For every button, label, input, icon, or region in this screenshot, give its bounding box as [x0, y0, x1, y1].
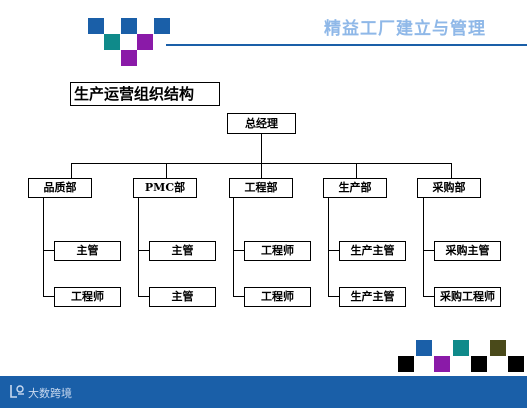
org-sub-box: 主管 [149, 241, 216, 261]
org-sub-box: 工程师 [54, 287, 121, 307]
org-sub-box: 工程师 [244, 287, 311, 307]
branch [328, 296, 339, 297]
branch [43, 296, 54, 297]
branch [233, 250, 244, 251]
decor-square [154, 18, 170, 34]
spine-1 [43, 197, 44, 297]
decor-square [508, 356, 524, 372]
brand-logo-icon [10, 385, 24, 398]
org-dept-box: 采购部 [417, 178, 481, 198]
footer-bar [0, 376, 527, 408]
decor-square [398, 356, 414, 372]
org-sub-box: 主管 [54, 241, 121, 261]
decor-square [137, 34, 153, 50]
org-sub-box: 主管 [149, 287, 216, 307]
decor-square [434, 356, 450, 372]
org-dept-box: 工程部 [229, 178, 293, 198]
decor-square [121, 18, 137, 34]
spine-4 [328, 197, 329, 297]
connector-dept-2 [166, 163, 167, 178]
decor-square [453, 340, 469, 356]
chart-title: 生产运营组织结构 [70, 82, 220, 106]
spine-5 [423, 197, 424, 297]
spine-2 [138, 197, 139, 297]
org-sub-box: 采购主管 [434, 241, 501, 261]
decor-square [88, 18, 104, 34]
connector-dept-3 [261, 163, 262, 178]
decor-square [121, 50, 137, 66]
org-root-box: 总经理 [227, 113, 296, 134]
decor-square [471, 356, 487, 372]
connector-dept-1 [71, 163, 72, 178]
org-dept-box: 生产部 [323, 178, 387, 198]
connector-dept-4 [356, 163, 357, 178]
connector-root-down [261, 133, 262, 164]
branch [423, 250, 434, 251]
org-sub-box: 采购工程师 [434, 287, 501, 307]
branch [138, 250, 149, 251]
slide-title: 精益工厂建立与管理 [324, 19, 486, 39]
connector-dept-5 [451, 163, 452, 178]
branch [328, 250, 339, 251]
org-dept-box: PMC部 [133, 178, 197, 198]
org-sub-box: 工程师 [244, 241, 311, 261]
branch [138, 296, 149, 297]
decor-square [490, 340, 506, 356]
branch [43, 250, 54, 251]
branch [233, 296, 244, 297]
org-sub-box: 生产主管 [339, 241, 406, 261]
decor-square [104, 34, 120, 50]
header-rule [166, 44, 527, 46]
branch [423, 296, 434, 297]
org-sub-box: 生产主管 [339, 287, 406, 307]
decor-square [416, 340, 432, 356]
brand-logo-text: 大数跨境 [28, 387, 72, 400]
spine-3 [233, 197, 234, 297]
org-dept-box: 品质部 [28, 178, 92, 198]
